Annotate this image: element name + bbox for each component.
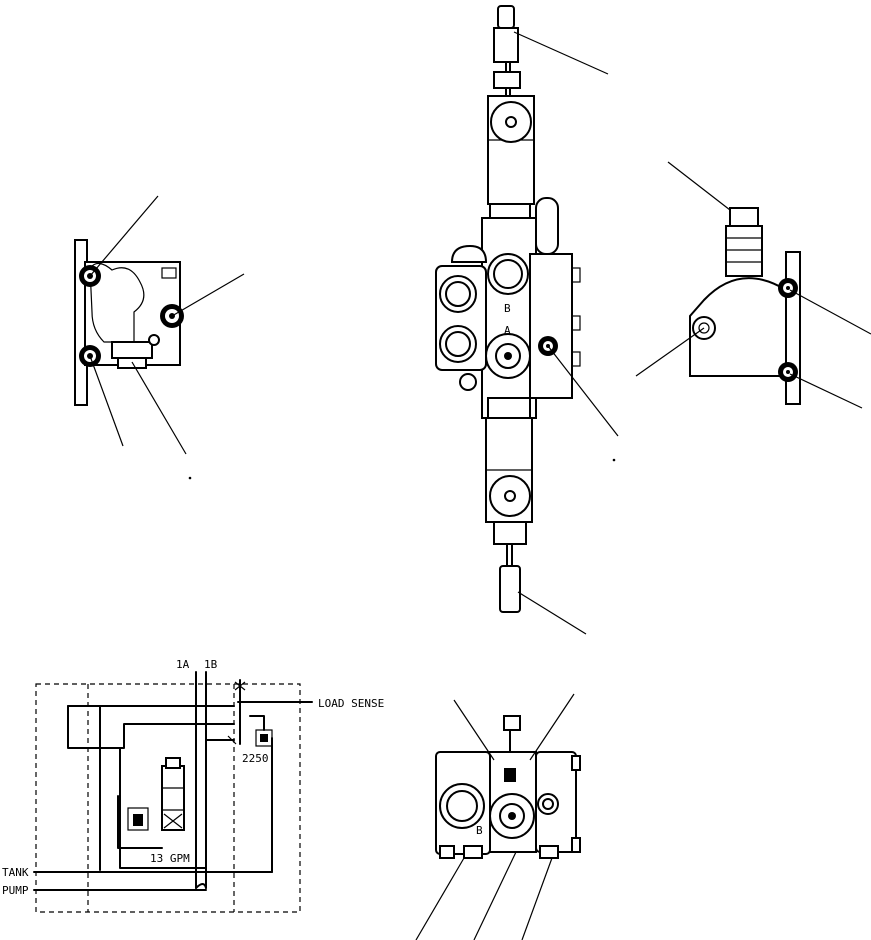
leader-line: [547, 345, 619, 437]
leader-line: [513, 31, 609, 75]
valve-marking-b-bottom: B: [476, 824, 483, 837]
bottom-end-view: B: [415, 693, 581, 940]
valve-marking-a: A: [504, 324, 511, 337]
leader-line: [521, 857, 553, 940]
pump-label: PUMP: [2, 884, 29, 897]
port-1b-label: 1B: [204, 658, 218, 671]
leader-line: [667, 161, 731, 211]
right-fitting-bottom: [778, 362, 798, 382]
leader-line: [789, 289, 871, 335]
right-fitting-top: [778, 278, 798, 298]
port-1a-label: 1A: [176, 658, 190, 671]
leader-line: [89, 195, 159, 277]
leader-line: [473, 851, 517, 940]
flow-label: 13 GPM: [150, 852, 190, 865]
leader-line: [453, 699, 495, 761]
leader-line: [415, 857, 465, 940]
leader-line: [171, 273, 245, 317]
leader-line: [789, 373, 863, 409]
load-sense-label: LOAD SENSE: [318, 697, 384, 710]
pressure-label: 2250: [242, 752, 269, 765]
left-side-view: [74, 195, 245, 480]
leader-line: [635, 327, 705, 377]
leader-line: [89, 355, 124, 447]
right-side-view: [635, 161, 871, 409]
valve-marking-b: B: [504, 302, 511, 315]
leader-line: [517, 591, 587, 635]
hydraulic-schematic: 1A 1B LOAD SENSE 2250 13 GPM TANK PUMP: [2, 658, 384, 913]
leader-line: [131, 361, 187, 455]
tank-label: TANK: [2, 866, 29, 879]
leader-line: [529, 693, 575, 761]
center-front-view: B A: [435, 5, 619, 635]
